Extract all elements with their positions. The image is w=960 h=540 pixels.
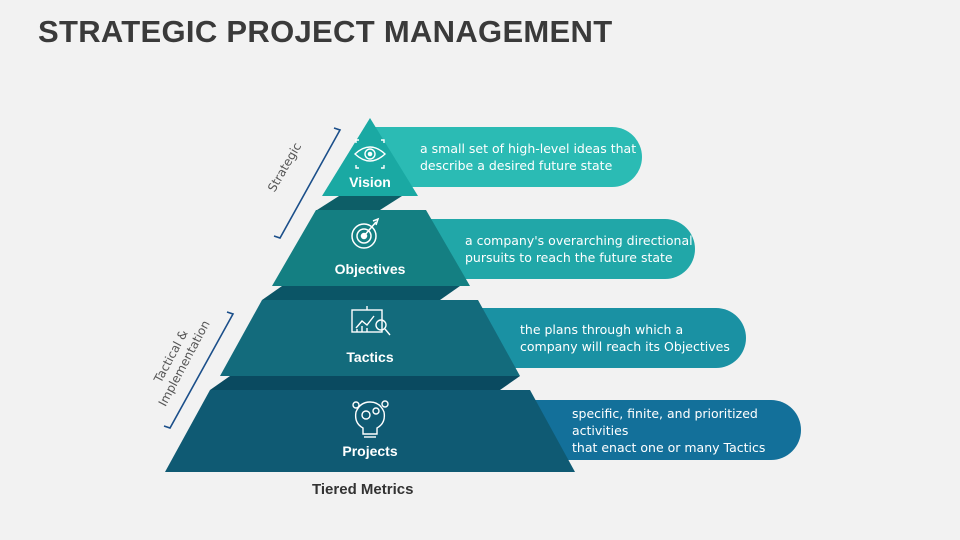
connector-band-3 xyxy=(210,376,520,390)
tactics-description-line2: company will reach its Objectives xyxy=(520,339,730,354)
tactics-description-line1: the plans through which a xyxy=(520,322,684,337)
objectives-description-line2: pursuits to reach the future state xyxy=(465,250,673,265)
tier-vision xyxy=(322,118,418,196)
footer-label: Tiered Metrics xyxy=(312,481,414,498)
objectives-description-line1: a company's overarching directional xyxy=(465,233,693,248)
connector-band-2 xyxy=(262,286,460,300)
projects-description-line1: specific, finite, and prioritized activi… xyxy=(572,405,758,438)
eye-target-icon xyxy=(353,139,387,169)
tier-label-projects: Projects xyxy=(342,443,398,459)
vision-description-line2: describe a desired future state xyxy=(420,158,613,173)
connector-band-1 xyxy=(317,196,402,210)
tier-projects xyxy=(165,390,575,472)
tier-tactics xyxy=(220,300,520,376)
page-title: STRATEGIC PROJECT MANAGEMENT xyxy=(38,14,613,49)
projects-description-line2: that enact one or many Tactics xyxy=(572,439,766,455)
vision-description: a small set of high-level ideas that desc… xyxy=(370,127,642,187)
target-arrow-icon xyxy=(351,217,380,249)
tier-label-tactics: Tactics xyxy=(346,349,394,365)
tactical-bracket xyxy=(163,311,235,429)
gears-lightbulb-icon xyxy=(352,400,389,438)
strategic-bracket xyxy=(273,127,342,239)
tier-label-objectives: Objectives xyxy=(334,261,406,277)
tier-label-vision: Vision xyxy=(349,174,391,190)
vision-description-line1: a small set of high-level ideas that xyxy=(420,141,637,156)
tier-objectives xyxy=(272,210,470,286)
presentation-chart-icon xyxy=(351,306,391,336)
